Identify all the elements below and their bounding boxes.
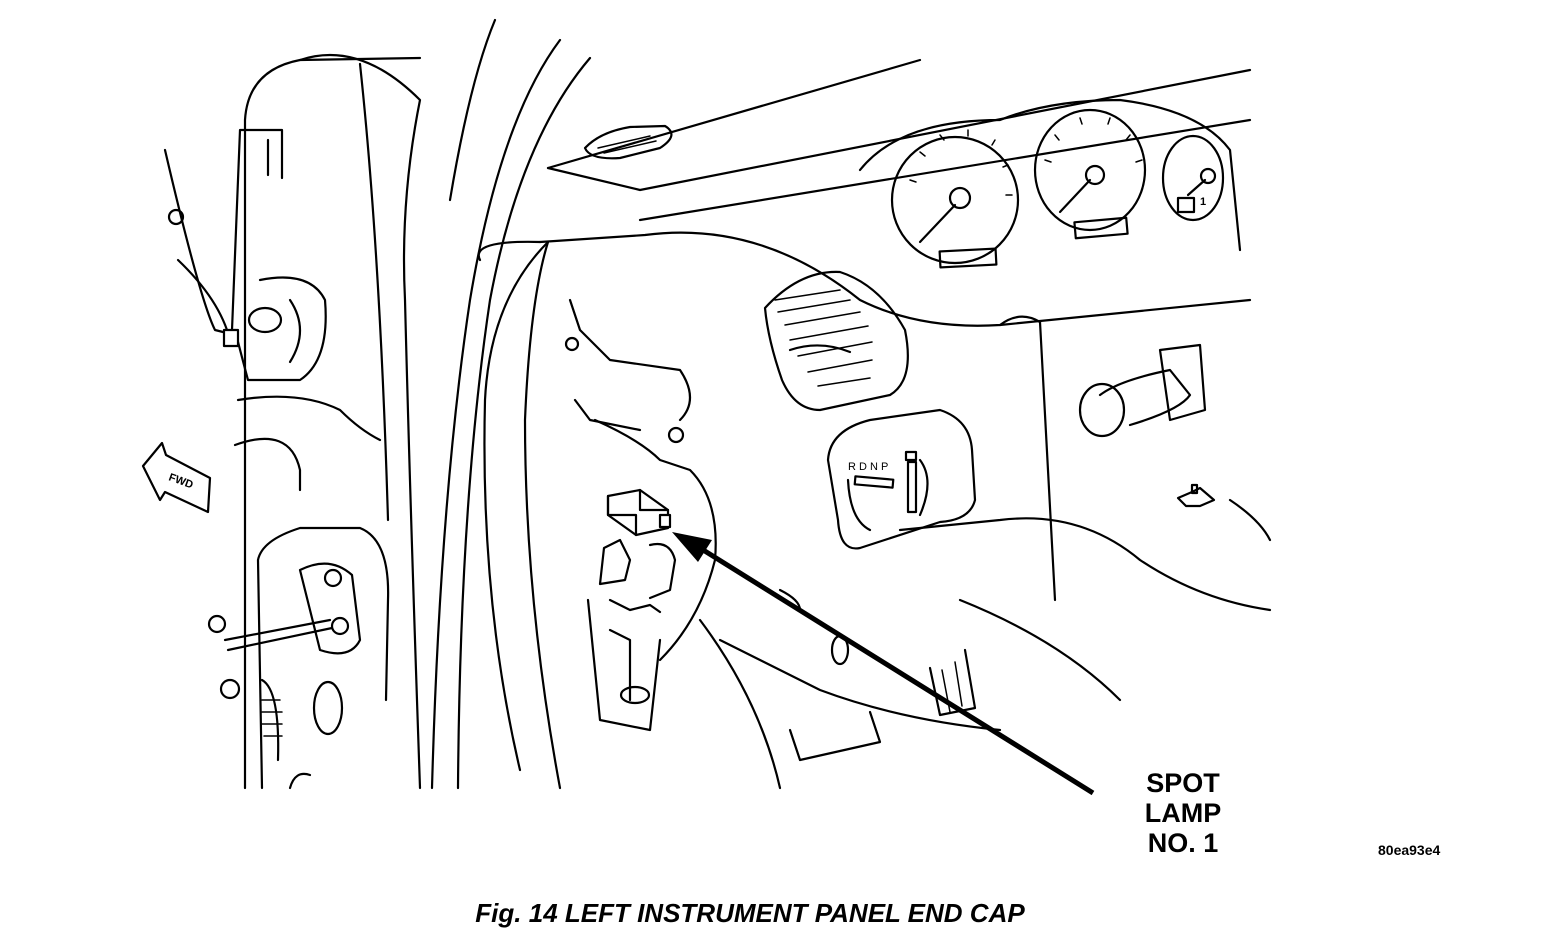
steering-column xyxy=(1078,343,1216,508)
spot-lamp-assembly xyxy=(598,488,677,614)
spot-lamp-callout: SPOT LAMP NO. 1 xyxy=(1098,768,1268,858)
lower-dash xyxy=(698,498,1272,790)
spot-lamp-leader-arrow xyxy=(672,532,1095,796)
gear-selector: R D N P xyxy=(826,408,977,550)
figure-caption: Fig. 14 LEFT INSTRUMENT PANEL END CAP xyxy=(475,898,1025,928)
gear-selector-label: R D N P xyxy=(848,461,888,473)
air-vent xyxy=(763,270,909,412)
callout-line: LAMP xyxy=(1144,798,1222,828)
instrument-cluster: 1 xyxy=(858,98,1242,269)
a-pillar xyxy=(430,18,592,790)
dash-contour xyxy=(477,231,1252,602)
image-code: 80ea93e4 xyxy=(1378,842,1441,858)
dashboard-top xyxy=(546,58,1252,222)
callout-line: NO. 1 xyxy=(1147,828,1219,858)
callout-line: SPOT xyxy=(1146,768,1220,798)
fwd-direction-arrow: FWD xyxy=(141,441,212,514)
end-cap-outline xyxy=(483,240,717,790)
gauge-digit: 1 xyxy=(1200,196,1206,208)
door-frame xyxy=(163,53,422,790)
